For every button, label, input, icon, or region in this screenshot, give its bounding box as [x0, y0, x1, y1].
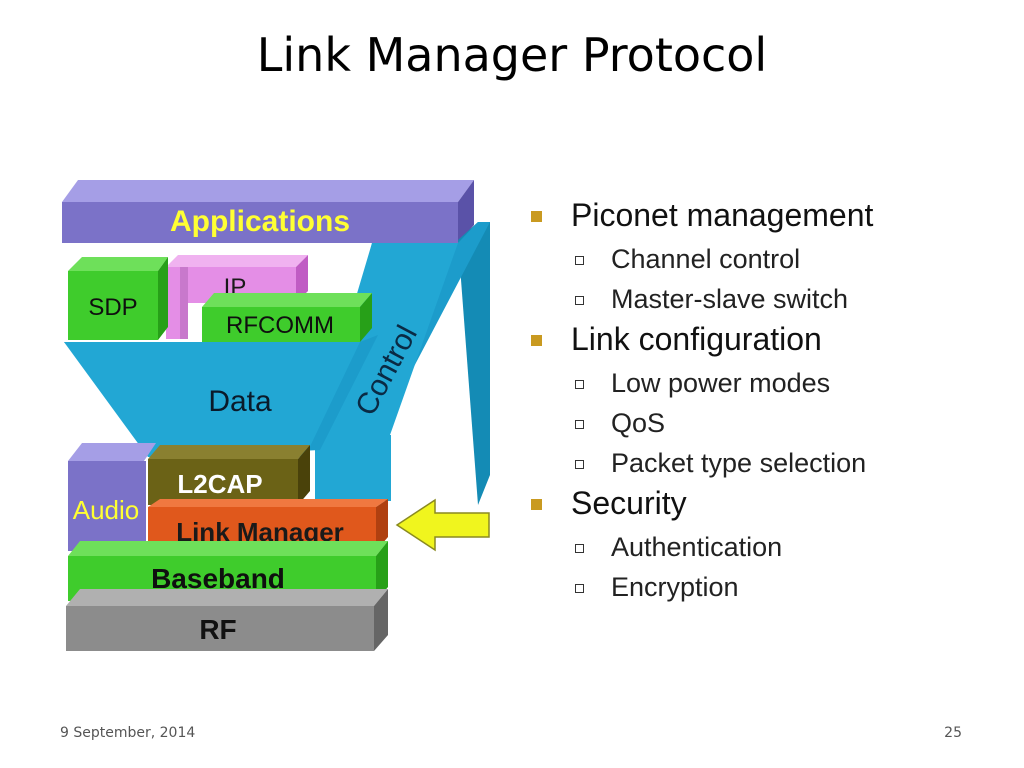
- sub-bullet: Low power modes: [525, 363, 995, 403]
- sub-bullet: Encryption: [525, 567, 995, 607]
- sub-bullet-label: QoS: [611, 408, 666, 438]
- sub-bullet: Master-slave switch: [525, 279, 995, 319]
- audio-label: Audio: [73, 495, 140, 525]
- protocol-stack-diagram: Applications Control IP SDP RFCOMM Data: [62, 180, 490, 651]
- sub-bullet: QoS: [525, 403, 995, 443]
- data-label: Data: [208, 385, 272, 418]
- bullet-label: Link configuration: [571, 321, 822, 357]
- hollow-square-icon: [575, 584, 584, 593]
- sub-bullet: Channel control: [525, 239, 995, 279]
- hollow-square-icon: [575, 460, 584, 469]
- sub-bullet-label: Encryption: [611, 572, 739, 602]
- hollow-square-icon: [575, 420, 584, 429]
- ip-layer: IP: [166, 255, 308, 339]
- sub-bullet-label: Channel control: [611, 244, 801, 274]
- applications-label: Applications: [170, 205, 350, 238]
- bullet-square-icon: [531, 211, 542, 222]
- footer-date: 9 September, 2014: [60, 725, 196, 741]
- l2cap-layer: L2CAP: [148, 445, 310, 505]
- hollow-square-icon: [575, 256, 584, 265]
- sub-bullet: Authentication: [525, 527, 995, 567]
- bullet-square-icon: [531, 499, 542, 510]
- applications-layer: Applications: [62, 180, 474, 243]
- feature-bullet-list: Piconet management Channel control Maste…: [525, 195, 995, 607]
- pointer-arrow: [395, 498, 490, 552]
- hollow-square-icon: [575, 544, 584, 553]
- slide-title: Link Manager Protocol: [256, 28, 768, 82]
- bullet-piconet-management: Piconet management: [525, 195, 995, 235]
- data-funnel: Data: [64, 335, 378, 457]
- sdp-label: SDP: [88, 294, 137, 321]
- page-number: 25: [944, 725, 962, 741]
- bullet-label: Piconet management: [571, 197, 874, 233]
- rf-layer: RF: [66, 589, 388, 651]
- hollow-square-icon: [575, 296, 584, 305]
- bullet-security: Security: [525, 483, 995, 523]
- sub-bullet-label: Packet type selection: [611, 448, 867, 478]
- sub-bullet-label: Master-slave switch: [611, 284, 849, 314]
- hollow-square-icon: [575, 380, 584, 389]
- sdp-layer: SDP: [68, 257, 168, 340]
- rf-label: RF: [199, 614, 236, 645]
- rfcomm-layer: RFCOMM: [202, 293, 372, 342]
- sub-bullet-label: Low power modes: [611, 368, 831, 398]
- bullet-label: Security: [571, 485, 687, 521]
- sub-bullet: Packet type selection: [525, 443, 995, 483]
- audio-layer: Audio: [68, 443, 156, 551]
- rfcomm-label: RFCOMM: [226, 312, 334, 339]
- bullet-link-configuration: Link configuration: [525, 319, 995, 359]
- baseband-label: Baseband: [151, 563, 285, 594]
- l2cap-label: L2CAP: [177, 469, 262, 499]
- bullet-square-icon: [531, 335, 542, 346]
- sub-bullet-label: Authentication: [611, 532, 783, 562]
